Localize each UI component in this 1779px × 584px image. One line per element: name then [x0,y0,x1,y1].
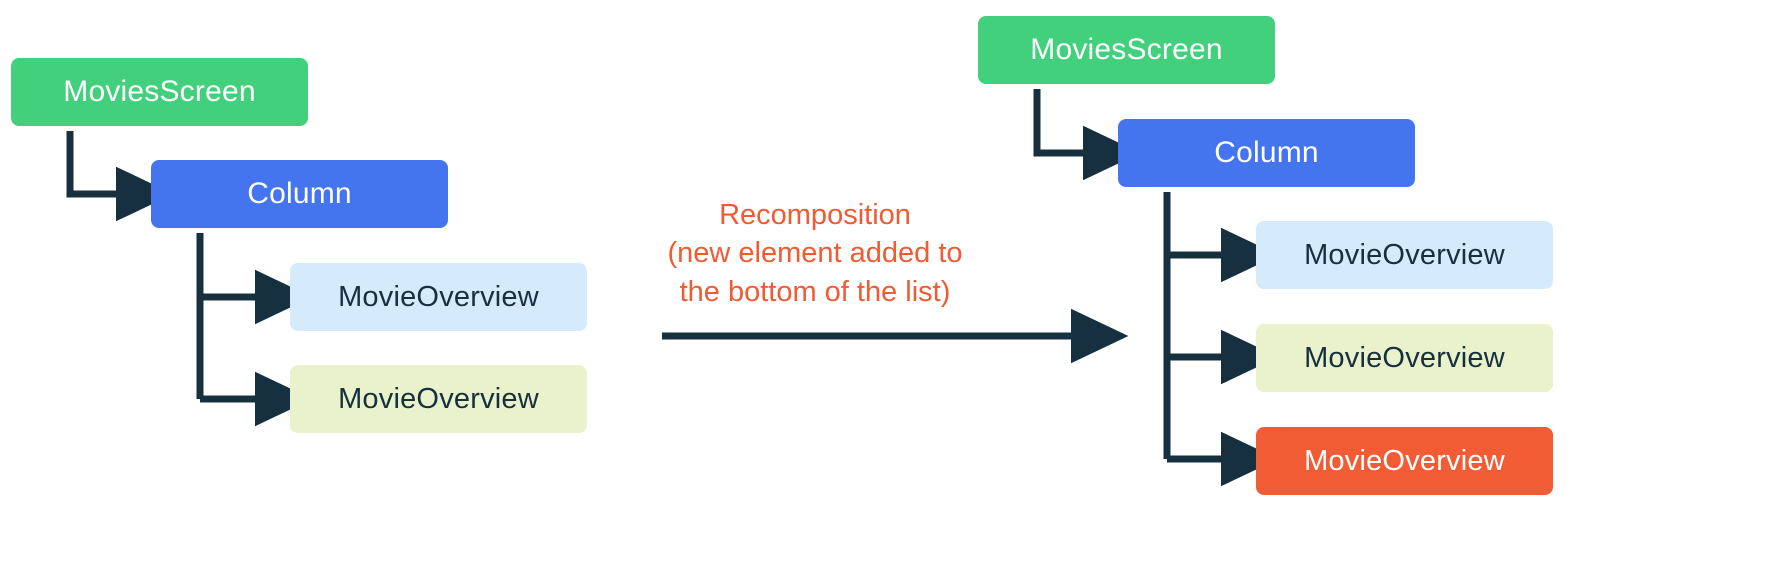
after-node-column[interactable]: Column [1118,119,1415,187]
connector-right-column-to-children [1163,192,1279,487]
node-label: Column [1214,136,1319,169]
connector-left-column-to-children [196,233,313,427]
node-label: MovieOverview [338,280,539,313]
node-label: MovieOverview [338,382,539,415]
caption-line-3: the bottom of the list) [679,275,951,308]
node-label: MovieOverview [1304,341,1505,374]
before-node-column[interactable]: Column [151,160,448,228]
after-node-movies-screen[interactable]: MoviesScreen [978,16,1275,84]
after-node-movie-overview-3-new[interactable]: MovieOverview [1256,427,1553,495]
recomposition-caption: Recomposition (new element added to the … [620,196,1010,311]
before-node-movie-overview-1[interactable]: MovieOverview [290,263,587,331]
after-node-movie-overview-2[interactable]: MovieOverview [1256,324,1553,392]
caption-line-1: Recomposition [719,199,911,231]
after-node-movie-overview-1[interactable]: MovieOverview [1256,221,1553,289]
node-label: MoviesScreen [63,75,256,108]
connector-right-screen-to-column [1033,89,1141,181]
node-label: MovieOverview [1304,444,1505,477]
caption-line-2: (new element added to [667,237,963,270]
node-label: MovieOverview [1304,238,1505,271]
connector-left-screen-to-column [66,131,174,222]
before-node-movies-screen[interactable]: MoviesScreen [11,58,308,126]
node-label: MoviesScreen [1030,33,1223,66]
node-label: Column [247,177,352,210]
before-node-movie-overview-2[interactable]: MovieOverview [290,365,587,433]
